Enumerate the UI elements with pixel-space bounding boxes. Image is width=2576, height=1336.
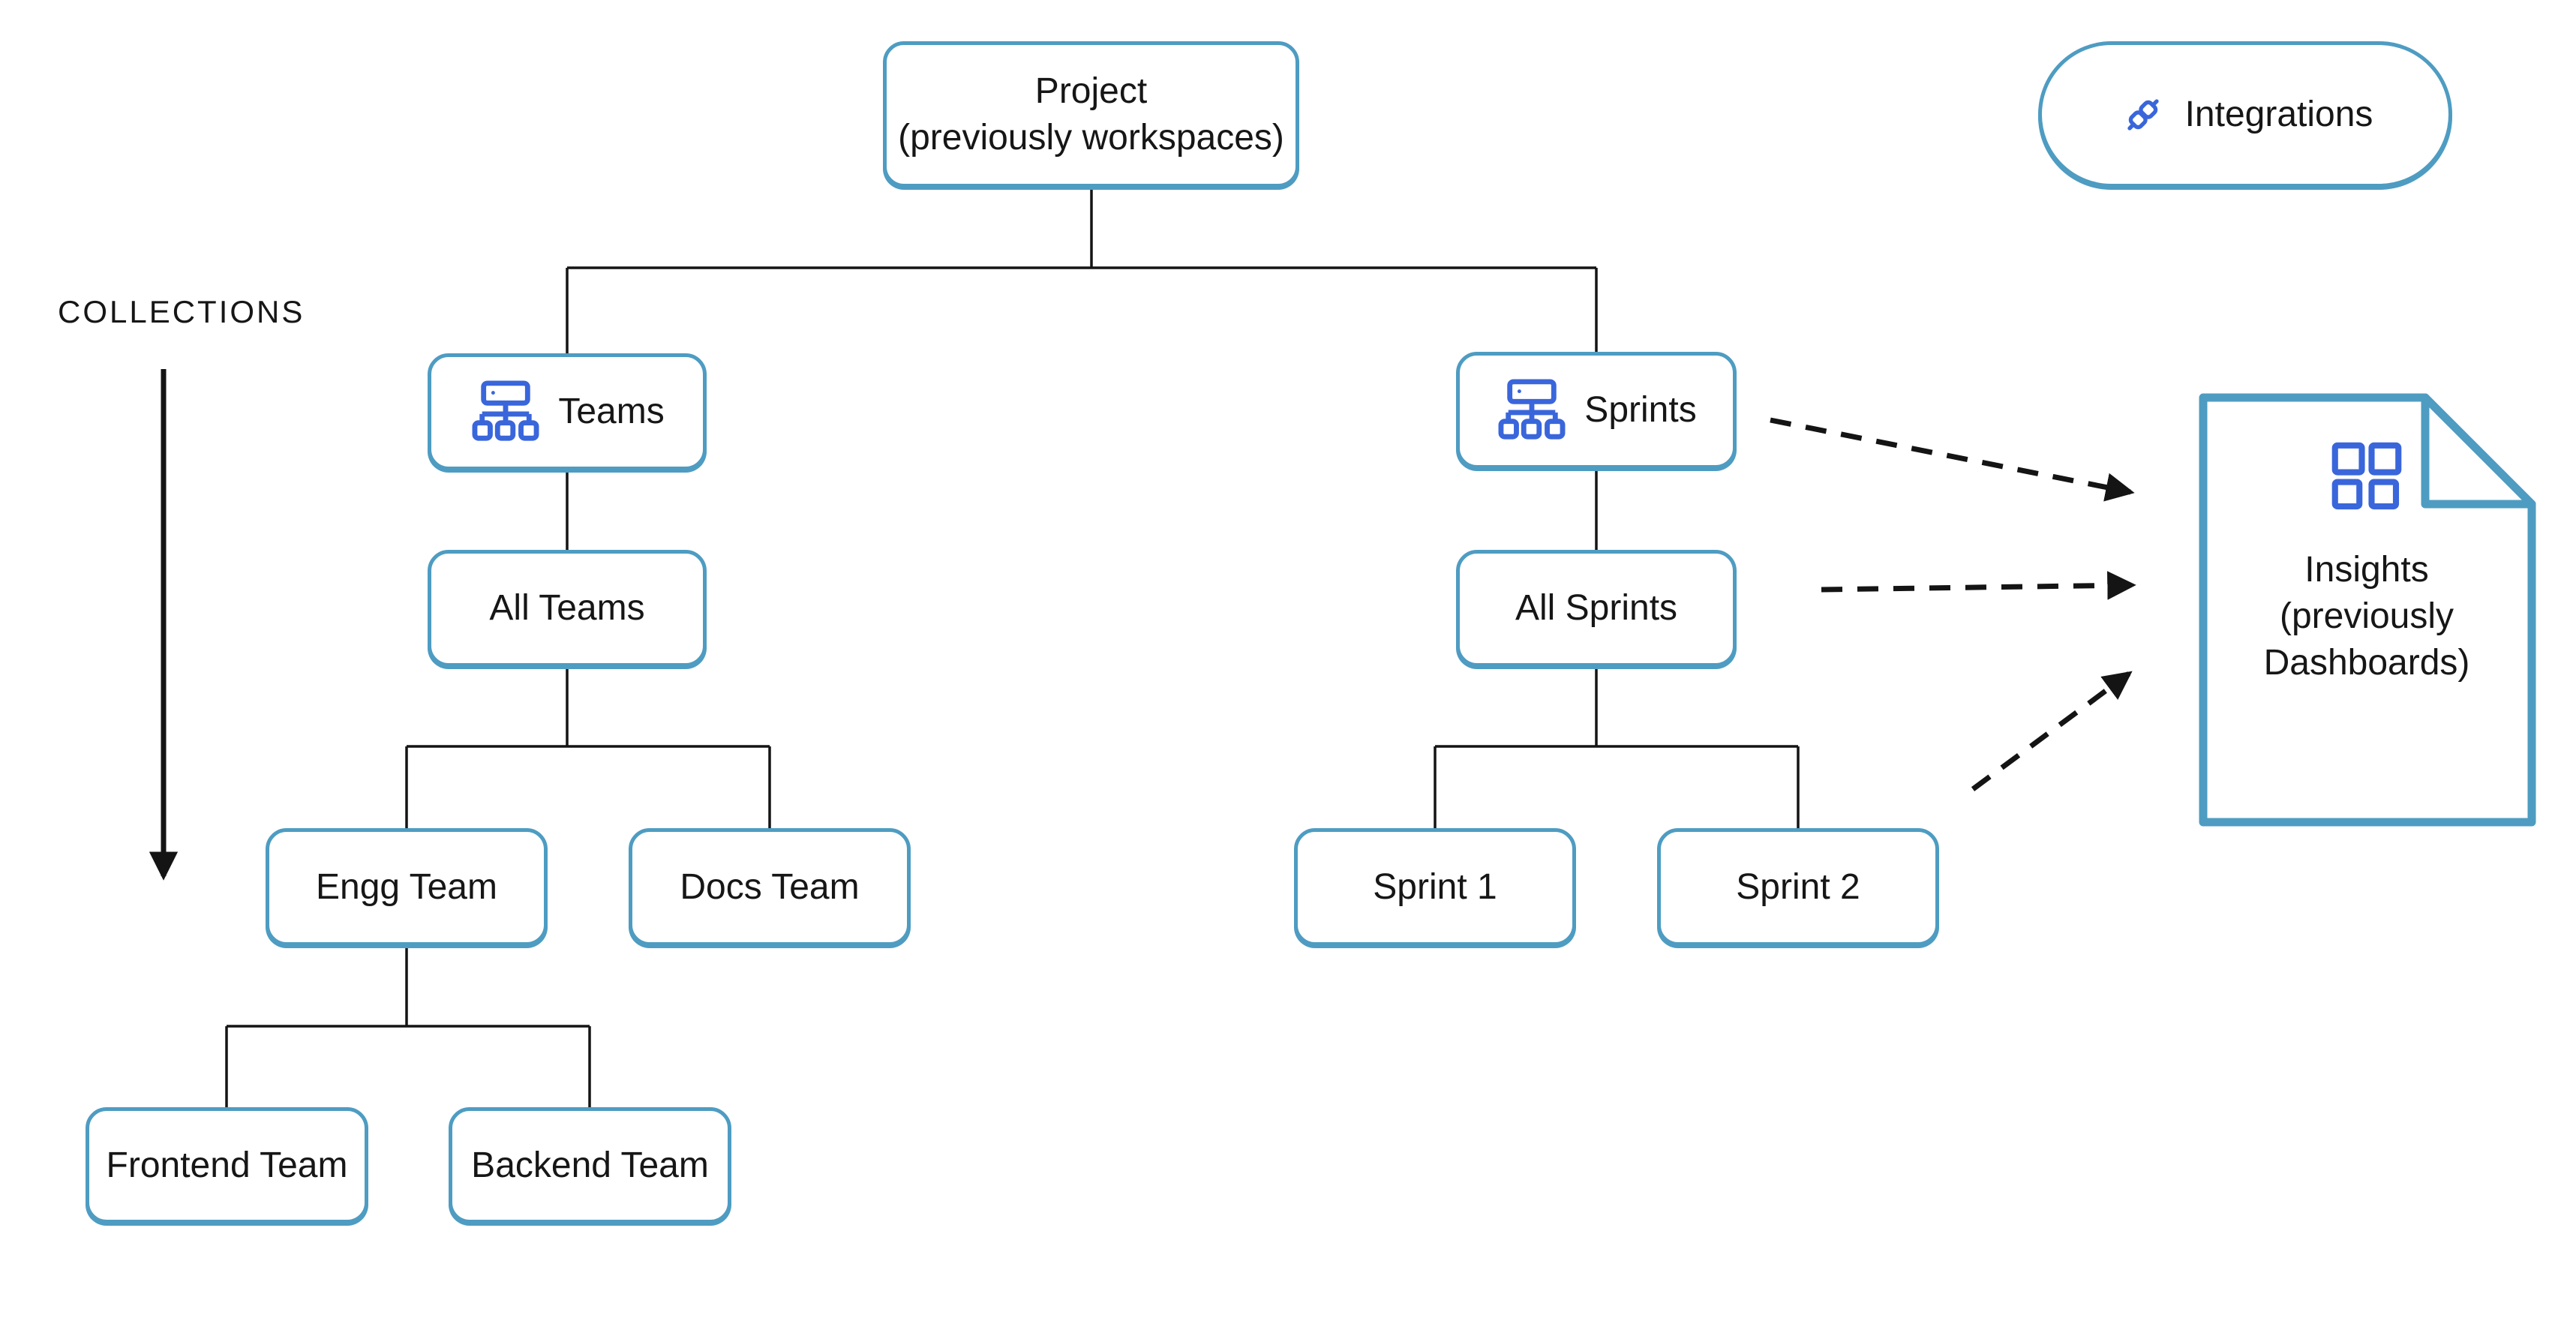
node-label: All Teams [489,588,645,628]
node-label: Engg Team [316,866,497,907]
node-integrations: Integrations [2038,41,2452,188]
plug-icon [2118,89,2169,140]
node-label: All Sprints [1515,588,1678,628]
node-all-sprints: All Sprints [1456,550,1737,667]
node-sprint-2: Sprint 2 [1657,828,1939,946]
dashboard-grid-icon [2328,438,2406,520]
node-label: Backend Team [471,1145,709,1185]
org-chart-icon [470,380,542,444]
node-frontend-team: Frontend Team [86,1107,368,1223]
tree-connectors [225,188,1800,1107]
node-sprints: Sprints [1456,352,1737,469]
dashed-arrows-to-insights [1770,417,2136,791]
node-label: Integrations [2184,94,2373,134]
node-label: Insights (previously Dashboards) [2263,550,2470,683]
document-shape [2199,393,2536,827]
node-sprint-1: Sprint 1 [1294,828,1576,946]
dashed-arrow-sprints-to-insights [1770,417,2135,502]
collections-label: COLLECTIONS [58,294,305,329]
node-label: Sprint 1 [1373,866,1497,907]
node-label: Frontend Team [106,1145,348,1185]
node-engg-team: Engg Team [266,828,548,946]
node-project: Project (previously workspaces) [883,41,1299,188]
node-insights: Insights (previously Dashboards) [2197,392,2536,828]
node-docs-team: Docs Team [629,828,911,946]
node-all-teams: All Teams [428,550,707,667]
node-label: Teams [558,392,665,431]
node-backend-team: Backend Team [449,1107,731,1223]
node-teams: Teams [428,353,707,470]
org-chart-icon [1496,378,1568,443]
node-label: Docs Team [680,866,860,907]
node-label: Sprints [1584,390,1697,430]
node-label: Project (previously workspaces) [898,71,1284,158]
node-label: Sprint 2 [1736,866,1860,907]
dashed-arrow-sprint2-to-insights [1971,671,2133,791]
dashed-arrow-allsprints-to-insights [1821,571,2136,600]
